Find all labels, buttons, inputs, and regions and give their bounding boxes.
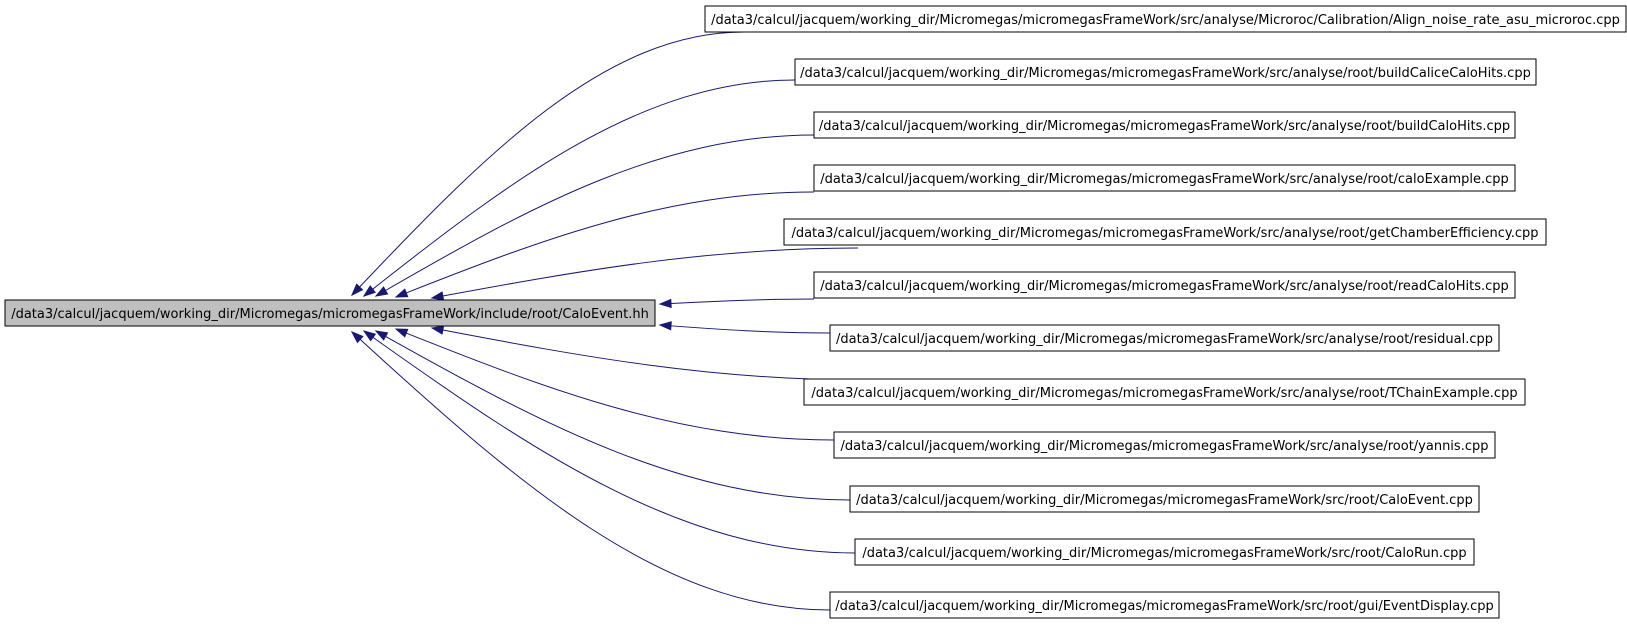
dependency-edge <box>350 31 745 297</box>
source-node-box <box>803 378 1526 406</box>
source-node-box <box>813 271 1516 299</box>
dependency-edge <box>362 79 796 297</box>
source-node-label: /data3/calcul/jacquem/working_dir/Microm… <box>819 119 1510 134</box>
dependency-edge <box>374 330 851 501</box>
source-node[interactable]: /data3/calcul/jacquem/working_dir/Microm… <box>813 164 1516 192</box>
edge-line <box>670 325 831 334</box>
source-node-box <box>794 58 1537 86</box>
arrowhead-icon <box>394 288 409 298</box>
dependency-edge <box>658 298 815 309</box>
source-node[interactable]: /data3/calcul/jacquem/working_dir/Microm… <box>783 218 1547 246</box>
source-node-label: /data3/calcul/jacquem/working_dir/Microm… <box>841 439 1489 454</box>
source-node-label: /data3/calcul/jacquem/working_dir/Microm… <box>856 493 1473 508</box>
source-node-label: /data3/calcul/jacquem/working_dir/Microm… <box>835 599 1494 614</box>
arrowhead-icon <box>658 298 672 309</box>
dependency-edge <box>430 247 859 301</box>
edge-line <box>359 339 831 611</box>
source-node-box <box>813 164 1516 192</box>
edge-line <box>385 335 851 501</box>
arrowhead-icon <box>362 285 376 297</box>
arrowhead-icon <box>374 286 389 297</box>
edges <box>350 31 863 611</box>
edge-line <box>359 31 745 288</box>
dependency-edge <box>350 331 831 611</box>
source-node[interactable]: /data3/calcul/jacquem/working_dir/Microm… <box>813 111 1516 139</box>
edge-line <box>372 336 856 554</box>
source-node-box <box>704 5 1627 33</box>
arrowhead-icon <box>394 328 409 338</box>
dependency-edge <box>374 134 815 297</box>
source-node-label: /data3/calcul/jacquem/working_dir/Microm… <box>820 279 1509 294</box>
source-node-label: /data3/calcul/jacquem/working_dir/Microm… <box>862 546 1466 561</box>
source-node-box <box>783 218 1547 246</box>
dependency-edge <box>430 325 863 381</box>
arrowhead-icon <box>658 321 672 331</box>
dependency-edge <box>394 191 815 298</box>
source-node[interactable]: /data3/calcul/jacquem/working_dir/Microm… <box>829 324 1500 352</box>
edge-line <box>372 79 796 290</box>
arrowhead-icon <box>374 330 389 341</box>
arrowhead-icon <box>350 283 364 297</box>
arrowhead-icon <box>362 330 377 342</box>
source-node-box <box>829 591 1500 619</box>
source-node-box <box>854 538 1475 566</box>
source-node-label: /data3/calcul/jacquem/working_dir/Microm… <box>811 386 1517 401</box>
source-node-label: /data3/calcul/jacquem/working_dir/Microm… <box>836 332 1493 347</box>
edge-line <box>385 134 815 291</box>
source-node-box <box>833 431 1496 459</box>
arrowhead-icon <box>430 291 445 301</box>
source-node-label: /data3/calcul/jacquem/working_dir/Microm… <box>791 226 1538 241</box>
source-node-box <box>849 485 1480 513</box>
source-node[interactable]: /data3/calcul/jacquem/working_dir/Microm… <box>813 271 1516 299</box>
edge-line <box>442 247 859 297</box>
source-node[interactable]: /data3/calcul/jacquem/working_dir/Microm… <box>833 431 1496 459</box>
source-node[interactable]: /data3/calcul/jacquem/working_dir/Microm… <box>849 485 1480 513</box>
target-node-box <box>4 299 656 327</box>
arrowhead-icon <box>430 325 445 335</box>
source-node[interactable]: /data3/calcul/jacquem/working_dir/Microm… <box>829 591 1500 619</box>
source-node-box <box>813 111 1516 139</box>
source-node-label: /data3/calcul/jacquem/working_dir/Microm… <box>800 66 1531 81</box>
nodes: /data3/calcul/jacquem/working_dir/Microm… <box>4 5 1627 619</box>
arrowhead-icon <box>350 331 364 344</box>
dependency-edge <box>362 330 856 554</box>
edge-line <box>442 329 863 381</box>
dependency-edge <box>394 328 835 441</box>
source-node-label: /data3/calcul/jacquem/working_dir/Microm… <box>711 13 1620 28</box>
edge-line <box>406 191 815 294</box>
source-node[interactable]: /data3/calcul/jacquem/working_dir/Microm… <box>704 5 1627 33</box>
dependency-edge <box>658 321 831 334</box>
target-node-caloevent-hh[interactable]: /data3/calcul/jacquem/working_dir/Microm… <box>4 299 656 327</box>
target-node-label: /data3/calcul/jacquem/working_dir/Microm… <box>11 307 649 322</box>
edge-line <box>670 298 815 304</box>
source-node-label: /data3/calcul/jacquem/working_dir/Microm… <box>820 172 1509 187</box>
source-node[interactable]: /data3/calcul/jacquem/working_dir/Microm… <box>794 58 1537 86</box>
source-node[interactable]: /data3/calcul/jacquem/working_dir/Microm… <box>803 378 1526 406</box>
source-node[interactable]: /data3/calcul/jacquem/working_dir/Microm… <box>854 538 1475 566</box>
edge-line <box>406 332 835 441</box>
source-node-box <box>829 324 1500 352</box>
